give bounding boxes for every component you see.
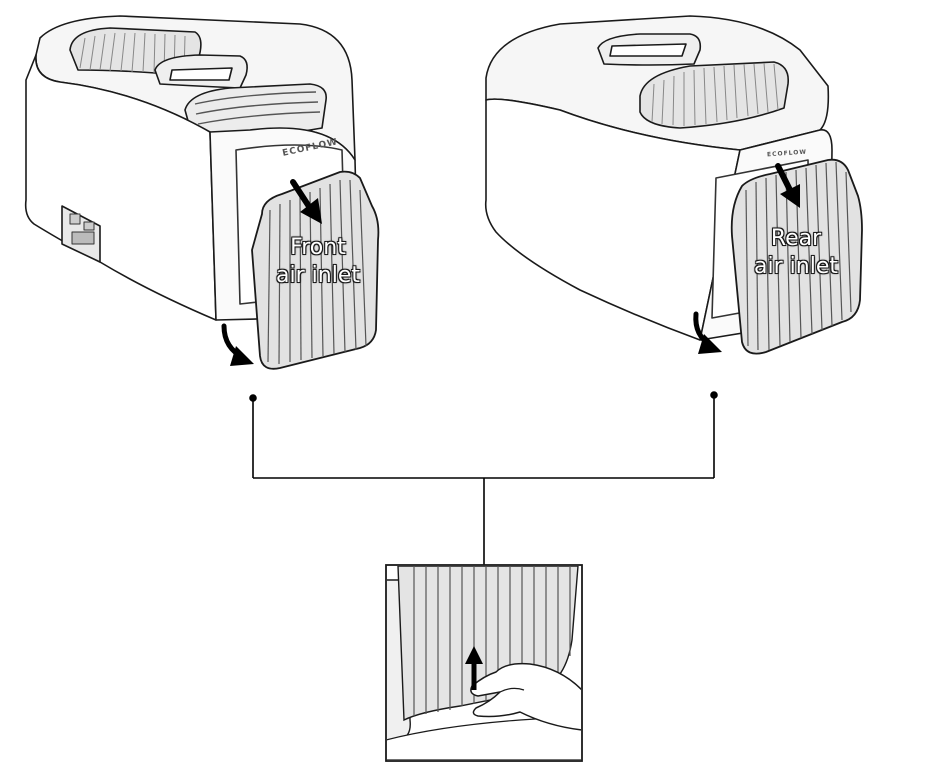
rear-filter: [730, 158, 863, 355]
rear-tilt-arrow: [693, 311, 722, 354]
front-label-line1: Front: [290, 235, 346, 260]
connector-lines: [249, 391, 718, 565]
hand-illustration: [470, 662, 581, 731]
front-filter: [251, 170, 380, 370]
front-down-arrow: [290, 179, 322, 224]
lift-up-arrow: [465, 646, 483, 690]
rear-air-inlet-label: Rear air inlet: [726, 225, 866, 281]
rear-label-line2: air inlet: [754, 254, 838, 279]
detail-inset: [385, 564, 583, 762]
front-air-inlet-label: Front air inlet: [248, 234, 388, 290]
rear-down-arrow: [775, 163, 800, 208]
front-tilt-arrow: [221, 323, 254, 366]
front-label-line2: air inlet: [276, 263, 360, 288]
rear-label-line1: Rear: [770, 226, 822, 251]
